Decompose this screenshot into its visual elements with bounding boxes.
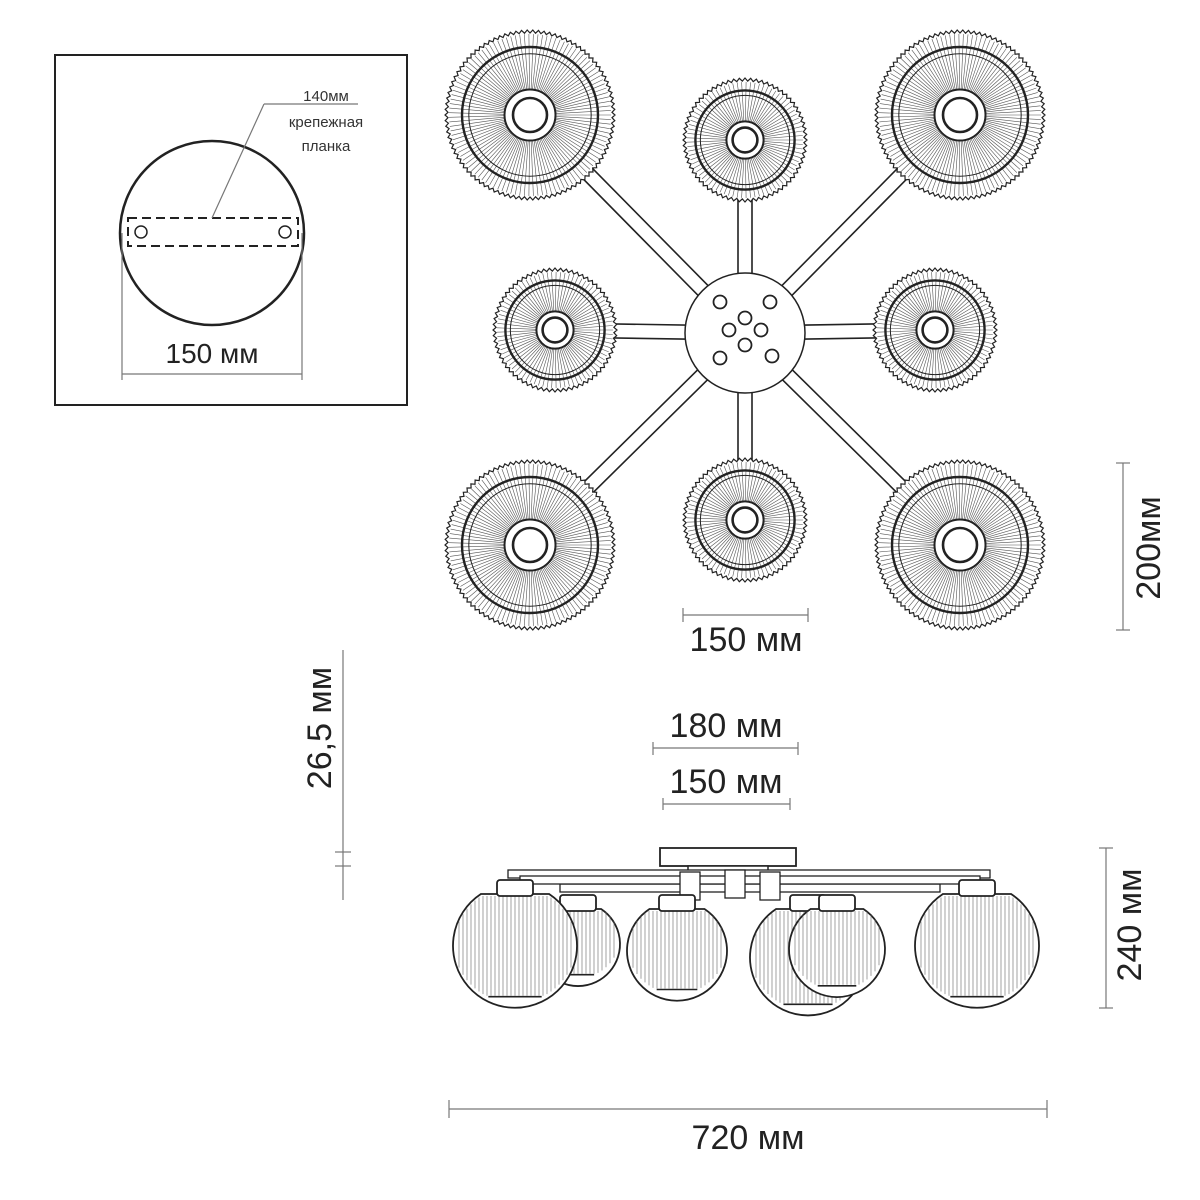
- side-view: 180 мм 150 мм 26,5 мм 240 мм 720 мм: [301, 650, 1149, 1157]
- center-hub: [712, 294, 780, 366]
- globe-side: [626, 894, 728, 1002]
- shade-top: [682, 457, 808, 583]
- plate-leader-line: [211, 103, 265, 219]
- top-view: 150 мм 200мм: [444, 29, 1168, 659]
- side-fixture: [452, 847, 1040, 1017]
- canopy-height-label: 26,5 мм: [301, 667, 339, 789]
- canopy-disc: [684, 272, 806, 394]
- hub-socket: [721, 322, 737, 338]
- shade-top: [872, 267, 998, 393]
- base-width-label: 150 мм: [166, 338, 259, 369]
- plate-note-line1: крепежная: [289, 114, 363, 131]
- canopy-width-label: 180 мм: [670, 707, 783, 745]
- plate-note-line2: планка: [302, 138, 351, 155]
- shades: [444, 29, 1046, 631]
- shade-top: [874, 459, 1046, 631]
- arm-side: [559, 883, 941, 893]
- small-shade-width-label: 150 мм: [690, 621, 803, 659]
- globe-side: [452, 879, 578, 1009]
- hub-socket: [762, 294, 778, 310]
- inset-frame: [54, 54, 408, 406]
- shade-top: [444, 29, 616, 201]
- base-circle: [118, 139, 306, 327]
- hub-socket: [764, 348, 780, 364]
- globe-side: [788, 894, 886, 998]
- mounting-inset: 140мм крепежная планка 150 мм: [54, 54, 408, 406]
- hub-socket: [737, 337, 753, 353]
- canopy-side: [659, 847, 797, 867]
- arm-side: [519, 875, 981, 885]
- socket-side: [724, 869, 746, 899]
- total-width-label: 720 мм: [692, 1119, 805, 1157]
- socket-side: [759, 871, 781, 901]
- globe-side: [914, 879, 1040, 1009]
- shade-top: [682, 77, 808, 203]
- big-shade-width-label: 200мм: [1130, 496, 1168, 599]
- hub-socket: [712, 294, 728, 310]
- hub-socket: [712, 350, 728, 366]
- plate-dim-label: 140мм: [303, 88, 349, 105]
- plate-hole-right: [278, 225, 292, 239]
- mounting-plate: [127, 217, 299, 247]
- hub-socket: [737, 310, 753, 326]
- shade-top: [874, 29, 1046, 201]
- total-height-label: 240 мм: [1111, 869, 1149, 982]
- plate-hole-left: [134, 225, 148, 239]
- hub-socket: [753, 322, 769, 338]
- plate-width-label: 150 мм: [670, 763, 783, 801]
- shade-top: [492, 267, 618, 393]
- shade-top: [444, 459, 616, 631]
